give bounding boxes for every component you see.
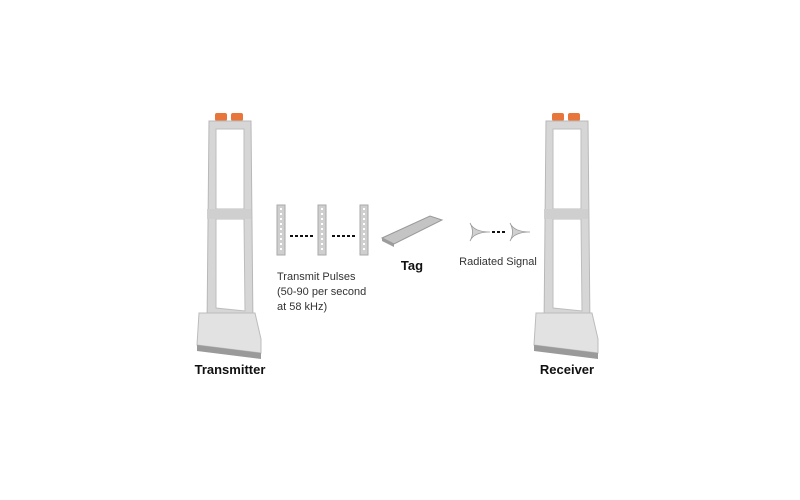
receiver-gate [533,112,599,360]
tag-label: Tag [401,258,423,273]
radiated-signal [469,222,531,242]
receiver-label: Receiver [540,362,594,377]
pulses-label-line: Transmit Pulses [277,271,356,283]
tag-icon [380,215,444,247]
transmitter-gate [196,112,262,360]
transmit-pulses [276,204,369,256]
pulses-label-line: (50-90 per second [277,286,366,298]
pulses-label-line: at 58 kHz) [277,301,327,313]
transmitter-label: Transmitter [195,362,266,377]
signal-label: Radiated Signal [459,256,537,268]
